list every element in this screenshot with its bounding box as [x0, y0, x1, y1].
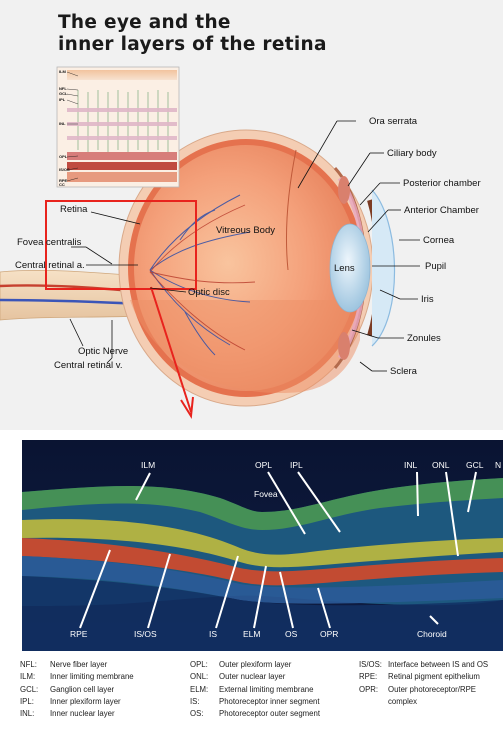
- oct-label-os: OS: [285, 629, 298, 639]
- label-central-retinal-v: Central retinal v.: [54, 360, 122, 371]
- oct-label-is: IS: [209, 629, 217, 639]
- oct-label-opl: OPL: [255, 460, 272, 470]
- legend-row: OS:Photoreceptor outer segment: [190, 708, 320, 720]
- label-fovea-centralis: Fovea centralis: [17, 237, 82, 248]
- inset-label-opl: OPL: [59, 154, 68, 159]
- oct-label-elm: ELM: [243, 629, 260, 639]
- label-lens: Lens: [334, 263, 355, 274]
- oct-label-inl: INL: [404, 460, 418, 470]
- legend-row: OPL:Outer plexiform layer: [190, 659, 320, 671]
- legend-row: ILM:Inner limiting membrane: [20, 671, 134, 683]
- inset-label-cc: CC: [59, 182, 65, 187]
- legend-row: IS/OS:Interface between IS and OS: [359, 659, 488, 671]
- oct-label-gcl: GCL: [466, 460, 484, 470]
- oct-label-rpe: RPE: [70, 629, 88, 639]
- oct-label-isos: IS/OS: [134, 629, 157, 639]
- oct-label-onl: ONL: [432, 460, 450, 470]
- label-pupil: Pupil: [425, 261, 446, 272]
- label-sclera: Sclera: [390, 366, 418, 377]
- oct-label-ilm: ILM: [141, 460, 155, 470]
- label-zonules: Zonules: [407, 333, 441, 344]
- label-iris: Iris: [421, 294, 434, 305]
- legend-row: IPL:Inner plexiform layer: [20, 696, 134, 708]
- oct-label-fovea: Fovea: [254, 489, 278, 499]
- legend-row: GCL:Ganglion cell layer: [20, 684, 134, 696]
- inset-label-ilm: ILM: [59, 69, 67, 74]
- legend-row: ELM:External limiting membrane: [190, 684, 320, 696]
- legend-row: OPR:Outer photoreceptor/RPE: [359, 684, 488, 696]
- inset-label-inl: INL: [59, 121, 66, 126]
- label-retina: Retina: [60, 204, 88, 215]
- legend-row: ONL:Outer nuclear layer: [190, 671, 320, 683]
- label-anterior-chamber: Anterior Chamber: [404, 205, 479, 216]
- oct-label-n: N: [495, 460, 501, 470]
- oct-label-opr: OPR: [320, 629, 338, 639]
- label-vitreous-body: Vitreous Body: [216, 225, 275, 236]
- abbreviation-legend: NFL:Nerve fiber layer ILM:Inner limiting…: [0, 659, 503, 736]
- legend-column-1: NFL:Nerve fiber layer ILM:Inner limiting…: [20, 659, 134, 720]
- retina-inset: ILM NFL GCL IPL INL OPL IS/OS RPE CC: [57, 67, 179, 187]
- legend-row: IS:Photoreceptor inner segment: [190, 696, 320, 708]
- inset-label-isos: IS/OS: [59, 167, 70, 172]
- label-optic-disc: Optic disc: [188, 287, 230, 298]
- label-ciliary-body: Ciliary body: [387, 148, 437, 159]
- legend-row: RPE:Retinal pigment epithelium: [359, 671, 488, 683]
- label-posterior-chamber: Posterior chamber: [403, 178, 481, 189]
- inset-label-ipl: IPL: [59, 97, 66, 102]
- inset-label-gcl: GCL: [59, 91, 68, 96]
- legend-row: INL:Inner nuclear layer: [20, 708, 134, 720]
- label-ora-serrata: Ora serrata: [369, 116, 418, 127]
- legend-row-continuation: complex: [359, 696, 488, 708]
- oct-scan: [22, 440, 503, 651]
- label-central-retinal-a: Central retinal a.: [15, 260, 85, 271]
- oct-label-ipl: IPL: [290, 460, 303, 470]
- legend-column-2: OPL:Outer plexiform layer ONL:Outer nucl…: [190, 659, 320, 720]
- legend-row: NFL:Nerve fiber layer: [20, 659, 134, 671]
- oct-label-choroid: Choroid: [417, 629, 447, 639]
- label-cornea: Cornea: [423, 235, 455, 246]
- label-optic-nerve: Optic Nerve: [78, 346, 128, 357]
- legend-column-3: IS/OS:Interface between IS and OS RPE:Re…: [359, 659, 488, 708]
